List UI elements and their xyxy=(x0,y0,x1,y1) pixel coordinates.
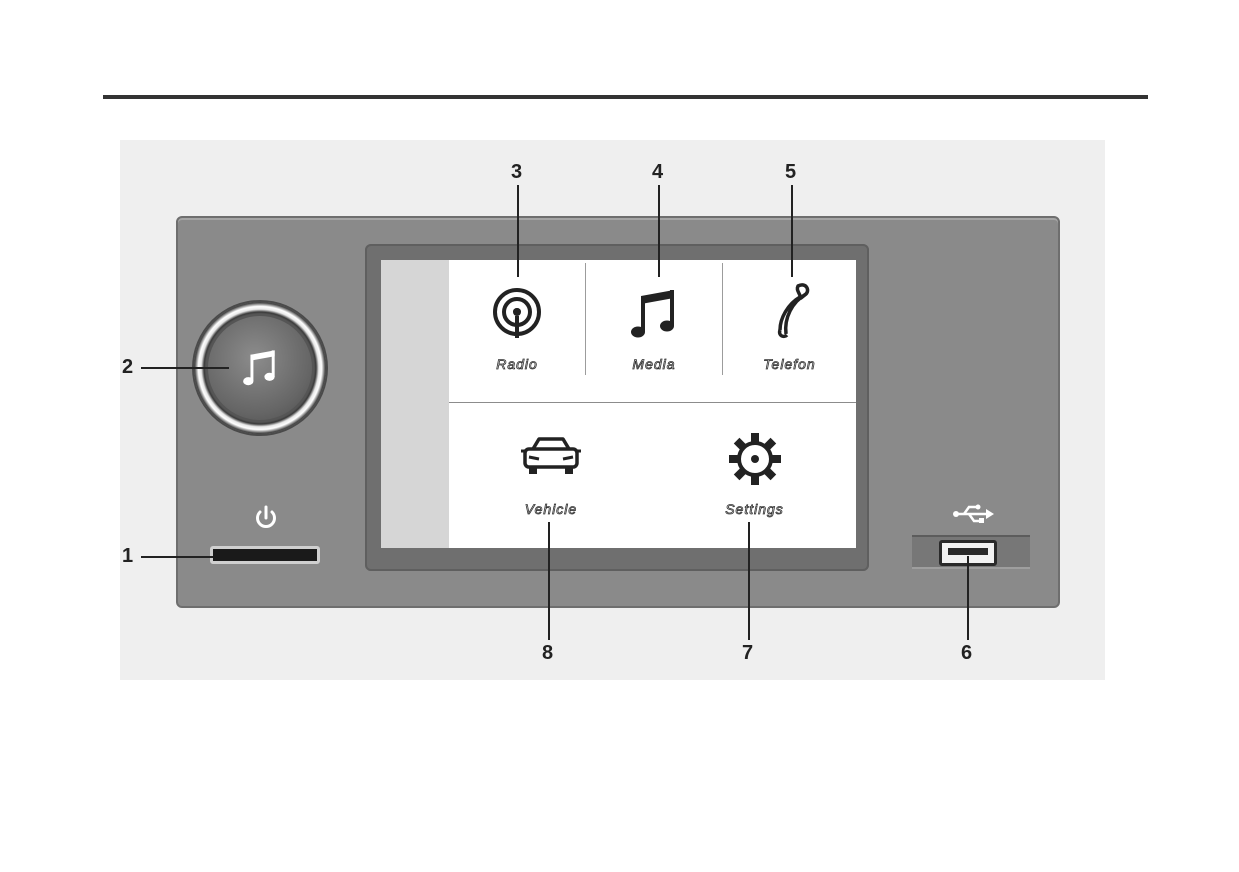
tile-settings[interactable]: Settings xyxy=(653,403,856,548)
tile-label: Vehicle xyxy=(524,501,578,518)
callout-8: 8 xyxy=(542,642,554,664)
tile-vehicle[interactable]: Vehicle xyxy=(449,403,653,548)
callout-3: 3 xyxy=(511,161,523,183)
tile-radio[interactable]: Radio xyxy=(449,260,585,402)
tile-media[interactable]: Media xyxy=(586,260,722,402)
car-icon xyxy=(521,437,581,474)
tile-label: Settings xyxy=(725,501,784,518)
power-button-slot[interactable] xyxy=(210,546,320,564)
callout-1: 1 xyxy=(122,545,134,567)
radio-icon xyxy=(493,288,541,338)
leader-line-6 xyxy=(967,556,969,640)
leader-line-8 xyxy=(548,522,550,640)
callout-5: 5 xyxy=(785,161,797,183)
top-rule xyxy=(103,95,1148,99)
tile-divider xyxy=(722,263,723,375)
tile-divider xyxy=(585,263,586,375)
leader-line-4 xyxy=(658,185,660,277)
leader-line-3 xyxy=(517,185,519,277)
tile-label: Radio xyxy=(496,356,538,373)
music-note-icon xyxy=(243,350,275,386)
leader-line-5 xyxy=(791,185,793,277)
callout-6: 6 xyxy=(961,642,973,664)
usb-port-contacts xyxy=(948,548,988,555)
leader-line-2 xyxy=(141,367,229,369)
music-note-icon xyxy=(631,290,674,338)
phone-handset-icon xyxy=(777,283,809,339)
callout-2: 2 xyxy=(122,356,134,378)
leader-line-7 xyxy=(748,522,750,640)
tile-label: Media xyxy=(632,356,676,373)
tile-phone[interactable]: Telefon xyxy=(723,260,856,402)
row-divider xyxy=(449,402,856,403)
power-icon xyxy=(256,505,276,528)
gear-icon xyxy=(728,433,781,485)
callout-4: 4 xyxy=(652,161,664,183)
touchscreen: Radio Media Telefon xyxy=(381,260,856,548)
tile-label: Telefon xyxy=(763,356,816,373)
usb-icon xyxy=(953,504,994,523)
callout-7: 7 xyxy=(742,642,754,664)
screen-side-strip xyxy=(381,260,449,548)
leader-line-1 xyxy=(141,556,213,558)
